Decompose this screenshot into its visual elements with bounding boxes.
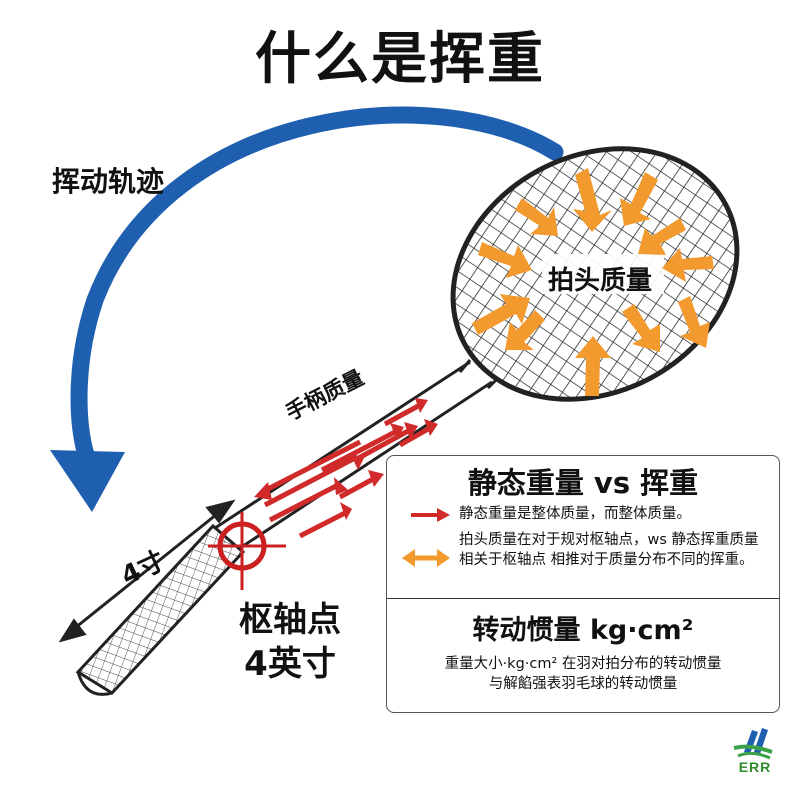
logo-text: ERR bbox=[738, 759, 772, 775]
head-mass-label: 拍头质量 bbox=[548, 266, 653, 296]
swing-trajectory-label: 挥动轨迹 bbox=[52, 165, 165, 198]
inch-measure-arrow bbox=[58, 499, 236, 643]
swing-arrow-icon bbox=[50, 450, 125, 512]
pivot-label: 枢轴点 4英寸 bbox=[215, 598, 365, 686]
panel-footer: 重量大小·kg·cm² 在羽对拍分布的转动惯量 与解餡强表羽毛球的转动惯量 bbox=[387, 654, 779, 694]
panel-subtitle: 转动惯量 kg·cm² bbox=[472, 615, 694, 646]
orange-double-arrow-icon bbox=[402, 549, 450, 567]
racket-head-frame bbox=[450, 146, 740, 402]
panel-row-swing: 拍头质量在对于规对枢轴点，ws 静态挥重质量相关于枢轴点 相推对于质量分布不同的… bbox=[459, 532, 759, 568]
racket-shaft bbox=[214, 360, 493, 550]
pivot-label-line2: 4英寸 bbox=[244, 644, 336, 684]
comparison-panel: 静态重量 vs 挥重 静态重量是整体质量，而整体质量。 拍头质量在对于规对枢轴点… bbox=[386, 455, 780, 713]
swing-trajectory-arc bbox=[70, 106, 564, 464]
red-arrow-icon bbox=[411, 508, 450, 522]
panel-row-static: 静态重量是整体质量，而整体质量。 bbox=[459, 506, 691, 522]
pivot-label-line1: 枢轴点 bbox=[239, 600, 341, 640]
handle-mass-arrows bbox=[260, 402, 432, 539]
panel-title: 静态重量 vs 挥重 bbox=[467, 466, 699, 500]
crosshair-icon bbox=[208, 512, 286, 590]
head-mass-arrows bbox=[472, 168, 714, 396]
panel-divider bbox=[387, 598, 779, 599]
panel-footer-line2: 与解餡强表羽毛球的转动惯量 bbox=[488, 676, 678, 692]
panel-footer-line1: 重量大小·kg·cm² 在羽对拍分布的转动惯量 bbox=[444, 656, 722, 672]
logo-icon bbox=[733, 728, 773, 760]
page-title: 什么是挥重 bbox=[255, 27, 545, 92]
